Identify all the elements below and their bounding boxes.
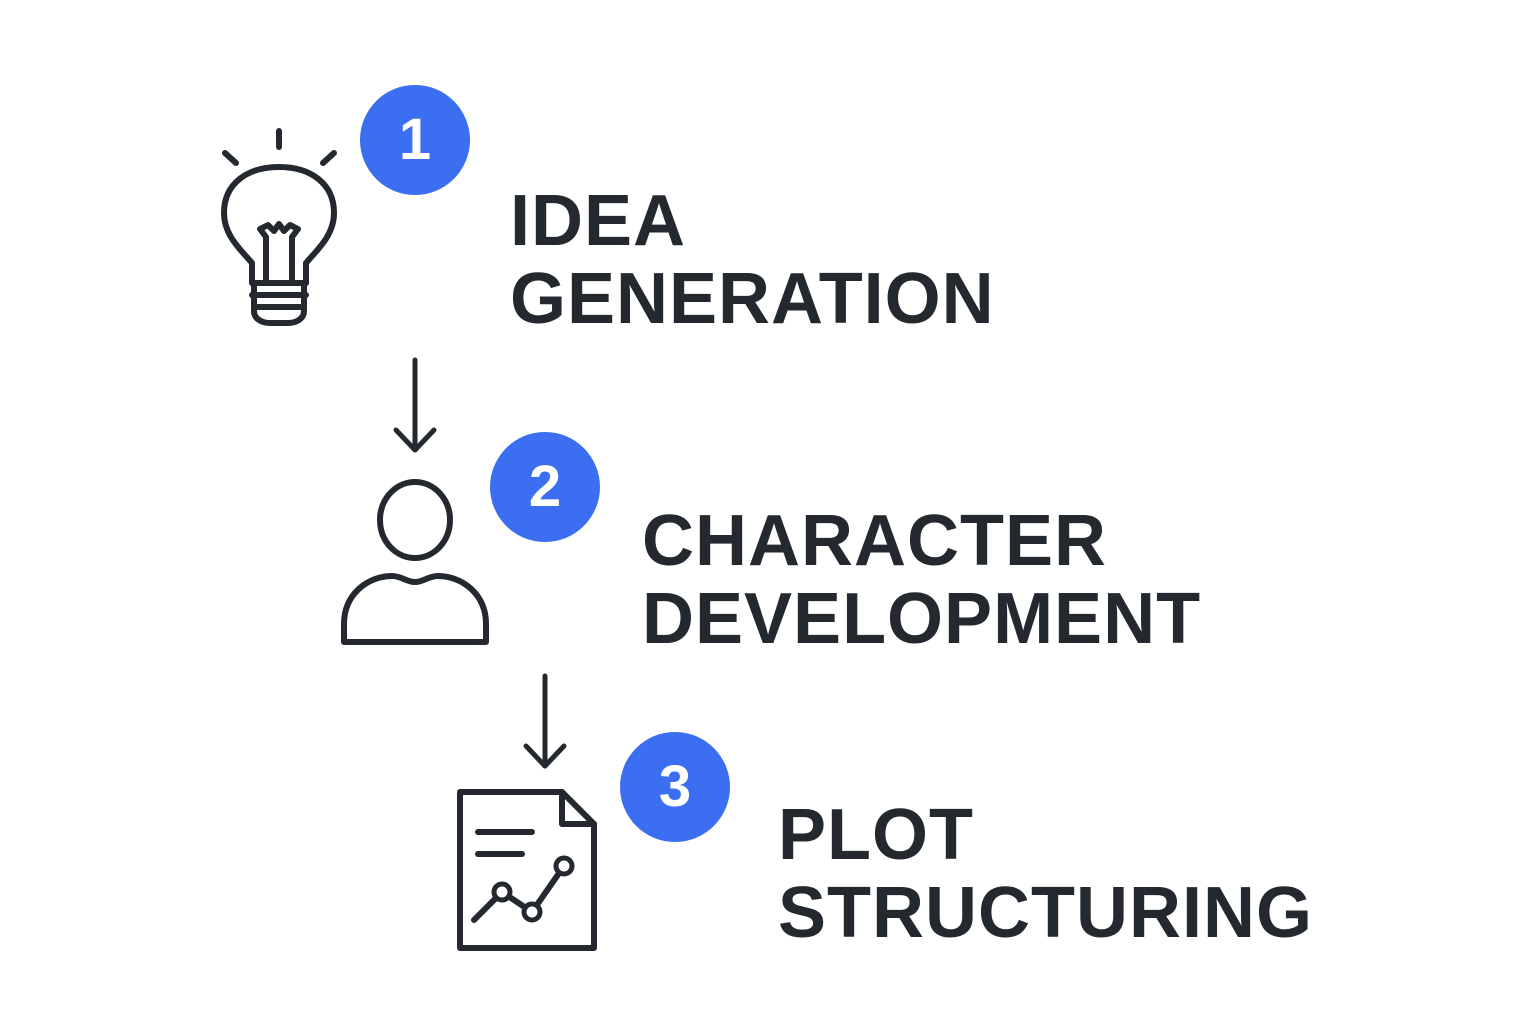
step-title: PLOT STRUCTURING [778, 796, 1313, 952]
step-title-line2: STRUCTURING [778, 873, 1313, 953]
step-title-line1: CHARACTER [642, 501, 1107, 581]
step-plot-structuring: 3 PLOT STRUCTURING [0, 730, 1536, 1024]
step-title-line2: GENERATION [510, 259, 995, 339]
step-number-badge: 3 [620, 732, 730, 842]
step-idea-generation: 1 IDEA GENERATION [0, 0, 1536, 340]
step-title-line1: IDEA [510, 181, 687, 261]
step-number: 1 [398, 107, 432, 172]
lightbulb-icon [221, 128, 337, 326]
step-title-line1: PLOT [778, 795, 974, 875]
down-arrow-icon [523, 673, 567, 769]
down-arrow-icon [393, 357, 437, 453]
step-title: IDEA GENERATION [510, 182, 995, 338]
step-number-badge: 1 [360, 85, 470, 195]
person-icon [341, 479, 489, 645]
step-number: 3 [658, 754, 692, 819]
step-title-line2: DEVELOPMENT [642, 579, 1202, 659]
step-character-development: 2 CHARACTER DEVELOPMENT [0, 420, 1536, 670]
step-number-badge: 2 [490, 432, 600, 542]
step-title: CHARACTER DEVELOPMENT [642, 502, 1201, 658]
document-chart-icon [457, 789, 597, 951]
step-number: 2 [528, 454, 562, 519]
